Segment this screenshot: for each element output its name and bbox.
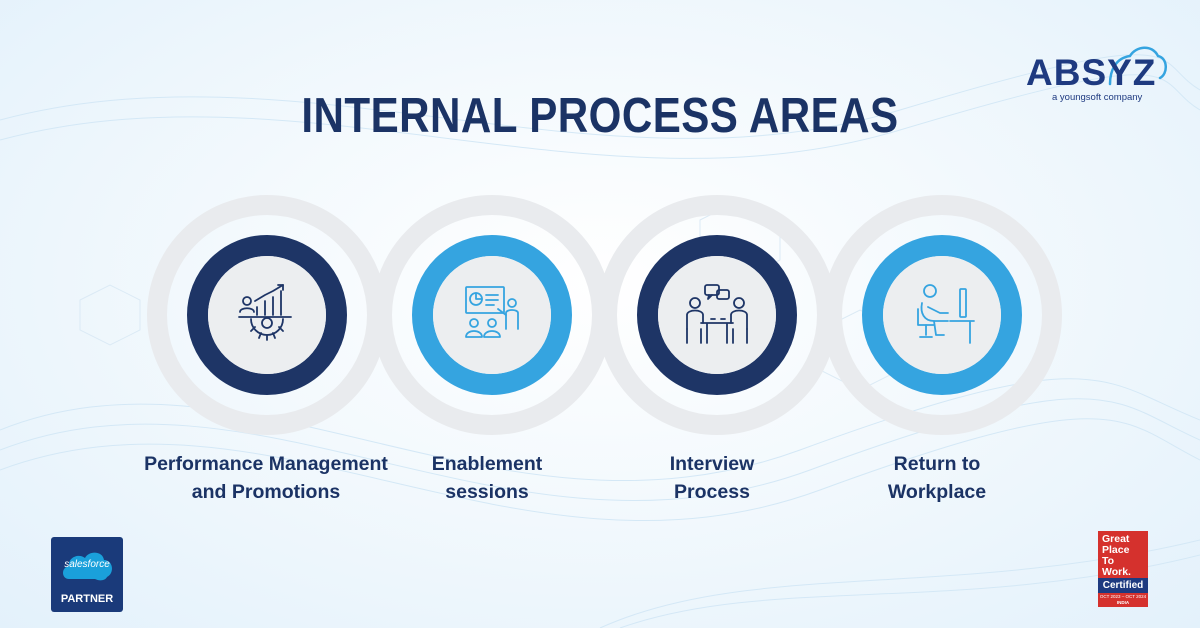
label-performance: Performance Management and Promotions: [144, 453, 388, 503]
certification-country: INDIA: [1116, 600, 1130, 605]
certification-dates: OCT 2023 – OCT 2024: [1099, 594, 1147, 599]
salesforce-partner-badge: salesforce PARTNER: [51, 537, 123, 612]
desk-worker-icon: [917, 284, 975, 344]
label-enablement: Enablement sessions: [431, 453, 543, 503]
interview-meeting-icon: [686, 284, 748, 344]
logo-tagline: a youngsoft company: [1052, 92, 1143, 103]
label-interview: Interview Process: [669, 453, 755, 503]
cloud-logo-icon: [1108, 46, 1167, 86]
logo-wordmark: ABSYZ: [1026, 52, 1157, 93]
great-place-to-work-badge: Great Place To Work. Certified OCT 2023 …: [1098, 531, 1148, 607]
label-return: Return to Workplace: [887, 453, 987, 503]
icon-circle-return: [883, 256, 1001, 374]
icon-circle-enablement: [433, 256, 551, 374]
icon-circle-interview: [658, 256, 776, 374]
salesforce-wordmark: salesforce: [64, 559, 110, 570]
presentation-training-icon: [465, 286, 519, 338]
salesforce-cloud-icon: [63, 552, 113, 581]
page-title: INTERNAL PROCESS AREAS: [301, 89, 899, 143]
certified-label: Certified: [1098, 578, 1148, 593]
partner-label: PARTNER: [60, 593, 114, 605]
icon-circle-performance: [208, 256, 326, 374]
performance-growth-icon: [238, 284, 292, 341]
absyz-logo: ABSYZ a youngsoft company: [1018, 40, 1168, 103]
